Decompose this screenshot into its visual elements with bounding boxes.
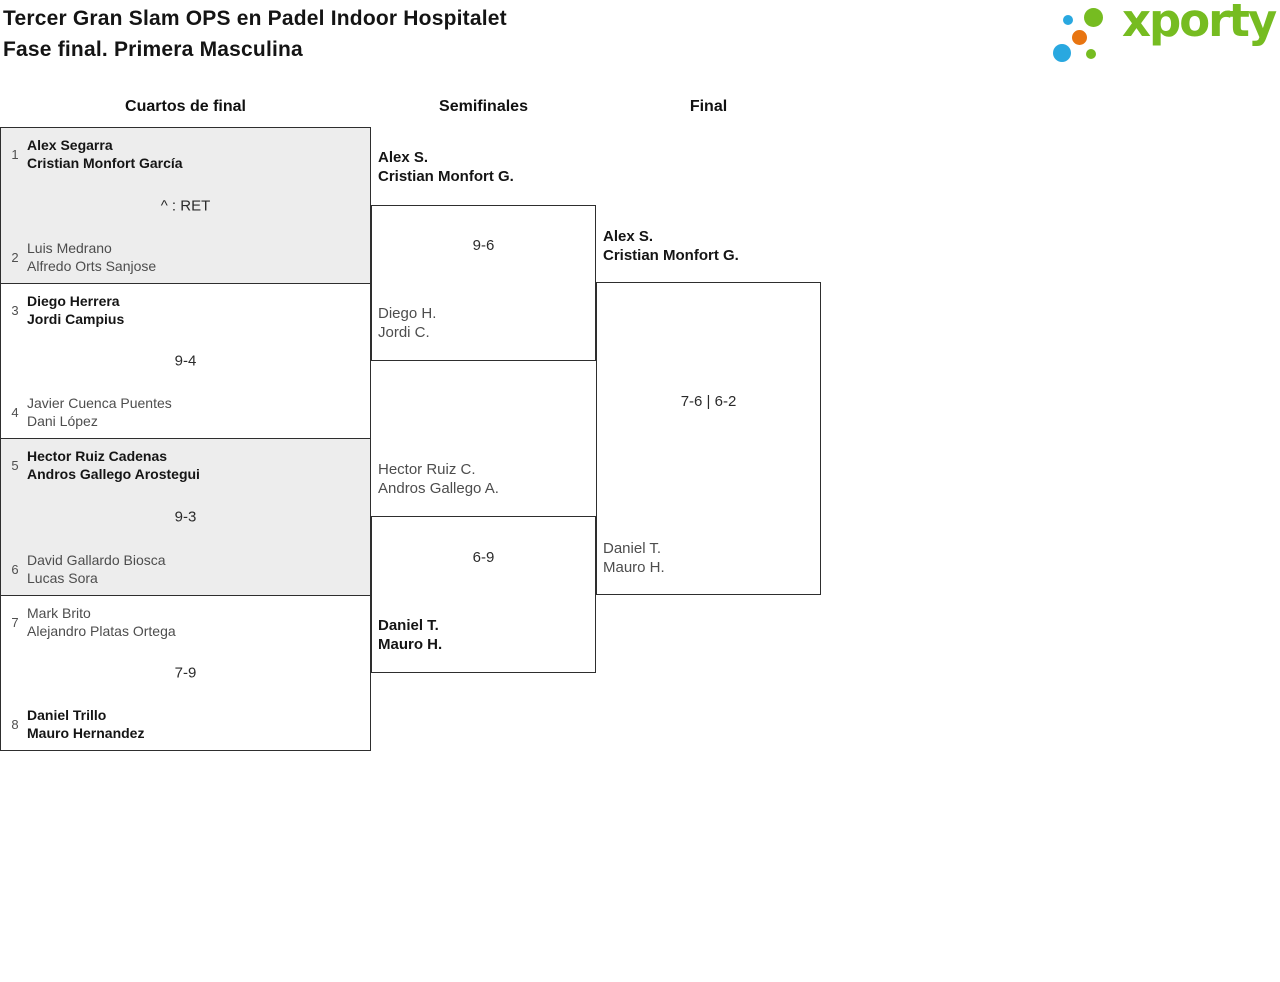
team-players: Javier Cuenca Puentes Dani López — [27, 395, 172, 429]
team-players: Daniel T. Mauro H. — [378, 617, 443, 653]
seed-number: 3 — [11, 302, 19, 318]
team-players: Alex S. Cristian Monfort G. — [603, 228, 739, 264]
team-players: Luis Medrano Alfredo Orts Sanjose — [27, 240, 157, 274]
logo-dot-orange — [1072, 30, 1087, 45]
seed-number: 5 — [11, 457, 19, 473]
page-title: Tercer Gran Slam OPS en Padel Indoor Hos… — [3, 3, 507, 65]
team-entry: 2 Luis Medrano Alfredo Orts Sanjose — [1, 239, 370, 275]
match-quarterfinal-3: 5 Hector Ruiz Cadenas Andros Gallego Aro… — [0, 438, 371, 596]
team-players: Diego H. Jordi C. — [378, 305, 437, 341]
match-score: 7-9 — [174, 664, 197, 682]
match-quarterfinal-1: 1 Alex Segarra Cristian Monfort García ^… — [0, 127, 371, 284]
match-score: 6-9 — [472, 549, 495, 566]
team-players: Alex Segarra Cristian Monfort García — [27, 137, 183, 171]
logo-dot-blue-large — [1053, 44, 1071, 62]
team-players: David Gallardo Biosca Lucas Sora — [27, 552, 166, 586]
team-entry: 4 Javier Cuenca Puentes Dani López — [1, 394, 370, 430]
logo-dot-green-small — [1086, 49, 1096, 59]
round-header-quarterfinals: Cuartos de final — [125, 98, 246, 115]
team-entry: 6 David Gallardo Biosca Lucas Sora — [1, 551, 370, 587]
match-score: 7-6 | 6-2 — [680, 393, 737, 410]
seed-number: 2 — [11, 249, 19, 265]
seed-number: 8 — [11, 716, 19, 732]
logo-dot-green-large — [1084, 8, 1103, 27]
team-players: Hector Ruiz C. Andros Gallego A. — [378, 461, 499, 497]
team-entry: 7 Mark Brito Alejandro Platas Ortega — [1, 604, 370, 640]
match-score: 9-3 — [174, 508, 197, 526]
team-entry: 5 Hector Ruiz Cadenas Andros Gallego Aro… — [1, 447, 370, 483]
team-entry: 3 Diego Herrera Jordi Campius — [1, 292, 370, 328]
seed-number: 4 — [11, 404, 19, 420]
match-score: ^ : RET — [160, 197, 211, 214]
round-header-semifinals: Semifinales — [439, 98, 528, 115]
logo-wordmark: xporty — [1122, 0, 1277, 47]
team-players: Daniel Trillo Mauro Hernandez — [27, 707, 145, 741]
match-final-box — [596, 282, 821, 595]
seed-number: 7 — [11, 614, 19, 630]
match-quarterfinal-4: 7 Mark Brito Alejandro Platas Ortega 7-9… — [0, 595, 371, 751]
match-score: 9-4 — [174, 352, 197, 370]
team-players: Daniel T. Mauro H. — [603, 540, 665, 576]
team-players: Mark Brito Alejandro Platas Ortega — [27, 605, 176, 639]
team-players: Alex S. Cristian Monfort G. — [378, 149, 514, 185]
team-players: Hector Ruiz Cadenas Andros Gallego Arost… — [27, 448, 200, 482]
seed-number: 1 — [11, 146, 19, 162]
match-semifinal-2-box — [371, 516, 596, 673]
round-header-final: Final — [689, 98, 728, 115]
xporty-logo[interactable]: xporty — [1048, 0, 1277, 76]
logo-dot-blue-small — [1063, 15, 1073, 25]
team-entry: 1 Alex Segarra Cristian Monfort García — [1, 136, 370, 172]
match-semifinal-1-box — [371, 205, 596, 361]
page-title-line2: Fase final. Primera Masculina — [3, 38, 303, 61]
match-score: 9-6 — [472, 237, 495, 254]
match-quarterfinal-2: 3 Diego Herrera Jordi Campius 9-4 4 Javi… — [0, 283, 371, 439]
page-title-line1: Tercer Gran Slam OPS en Padel Indoor Hos… — [3, 7, 507, 30]
team-players: Diego Herrera Jordi Campius — [27, 293, 125, 327]
seed-number: 6 — [11, 561, 19, 577]
team-entry: 8 Daniel Trillo Mauro Hernandez — [1, 706, 370, 742]
